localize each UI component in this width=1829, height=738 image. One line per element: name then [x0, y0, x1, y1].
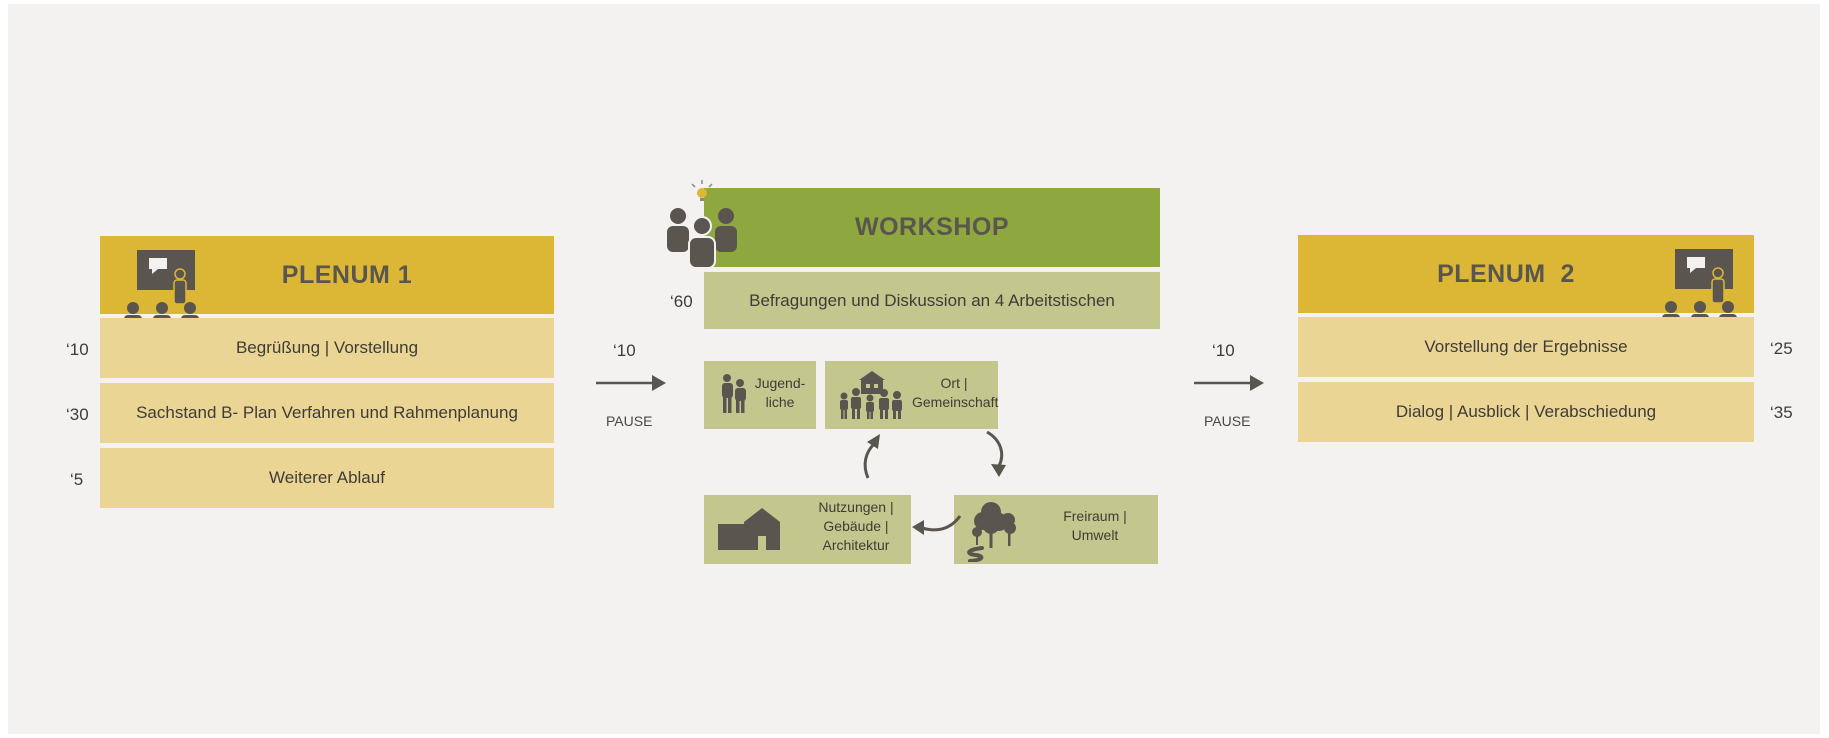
youth-icon — [722, 374, 746, 413]
plenum1-item-time: ‘30 — [66, 405, 89, 424]
plenum2-item-label: Dialog | Ausblick | Verabschiedung — [1395, 402, 1657, 421]
plenum1-item-time: ‘5 — [70, 470, 84, 489]
workshop-subtitle: Befragungen und Diskussion an 4 Arbeitst… — [749, 290, 1115, 310]
table-label-line: Gemeinschaft — [912, 394, 999, 410]
community-icon — [840, 371, 902, 419]
workshop-subtitle-bar: Befragungen und Diskussion an 4 Arbeitst… — [704, 272, 1160, 329]
workshop-table-youth-label: Jugend- liche — [748, 374, 812, 412]
tree-icon — [967, 502, 1016, 562]
plenum1-item-label: Sachstand B- Plan Verfahren und Rahmenpl… — [136, 403, 518, 422]
workshop-table-environment-label: Freiraum | Umwelt — [1040, 507, 1150, 545]
plenum2-item-label: Vorstellung der Ergebnisse — [1424, 337, 1628, 356]
arrow-right-icon — [596, 375, 666, 391]
table-label-line: Nutzungen | — [818, 499, 894, 515]
table-label-line: liche — [765, 394, 795, 410]
table-label-line: Jugend- — [754, 375, 806, 391]
table-label-line: Umwelt — [1071, 527, 1119, 543]
plenum2-item-time: ‘25 — [1770, 339, 1793, 358]
cycle-arrow-left-icon — [912, 515, 962, 535]
cycle-arrow-up-icon — [863, 434, 880, 479]
plenum2-title: PLENUM 2 — [1437, 259, 1575, 288]
workshop-title: WORKSHOP — [855, 213, 1009, 241]
plenum1-item-label: Begrüßung | Vorstellung — [235, 338, 419, 357]
plenum2-item: Vorstellung der Ergebnisse — [1298, 317, 1754, 377]
house-icon — [718, 508, 780, 550]
plenum1-item-label: Weiterer Ablauf — [269, 468, 385, 487]
workshop-table-architecture-label: Nutzungen | Gebäude | Architektur — [804, 498, 908, 555]
plenum2-header: PLENUM 2 — [1298, 235, 1754, 313]
arrow-right-icon — [1194, 375, 1264, 391]
plenum1-item: Sachstand B- Plan Verfahren und Rahmenpl… — [100, 383, 554, 443]
workshop-duration: ‘60 — [670, 292, 693, 311]
workshop-header: WORKSHOP — [704, 188, 1160, 267]
plenum1-item: Begrüßung | Vorstellung — [100, 318, 554, 378]
table-label-line: Gebäude | — [823, 518, 889, 534]
plenum1-title: PLENUM 1 — [281, 260, 413, 289]
plenum1-item-time: ‘10 — [66, 340, 89, 359]
plenum2-item: Dialog | Ausblick | Verabschiedung — [1298, 382, 1754, 442]
workshop-table-community-label: Ort | Gemeinschaft — [912, 374, 999, 412]
plenum1-item: Weiterer Ablauf — [100, 448, 554, 508]
pause2-label: PAUSE — [1204, 413, 1251, 429]
cycle-arrow-down-icon — [986, 430, 1006, 477]
table-label-line: Architektur — [822, 537, 890, 553]
table-label-line: Ort | — [940, 375, 968, 391]
group-idea-icon — [667, 180, 737, 269]
pause2-duration: ‘10 — [1212, 341, 1235, 360]
pause1-label: PAUSE — [606, 413, 653, 429]
table-label-line: Freiraum | — [1063, 508, 1127, 524]
pause1-duration: ‘10 — [613, 341, 636, 360]
plenum2-item-time: ‘35 — [1770, 403, 1793, 422]
